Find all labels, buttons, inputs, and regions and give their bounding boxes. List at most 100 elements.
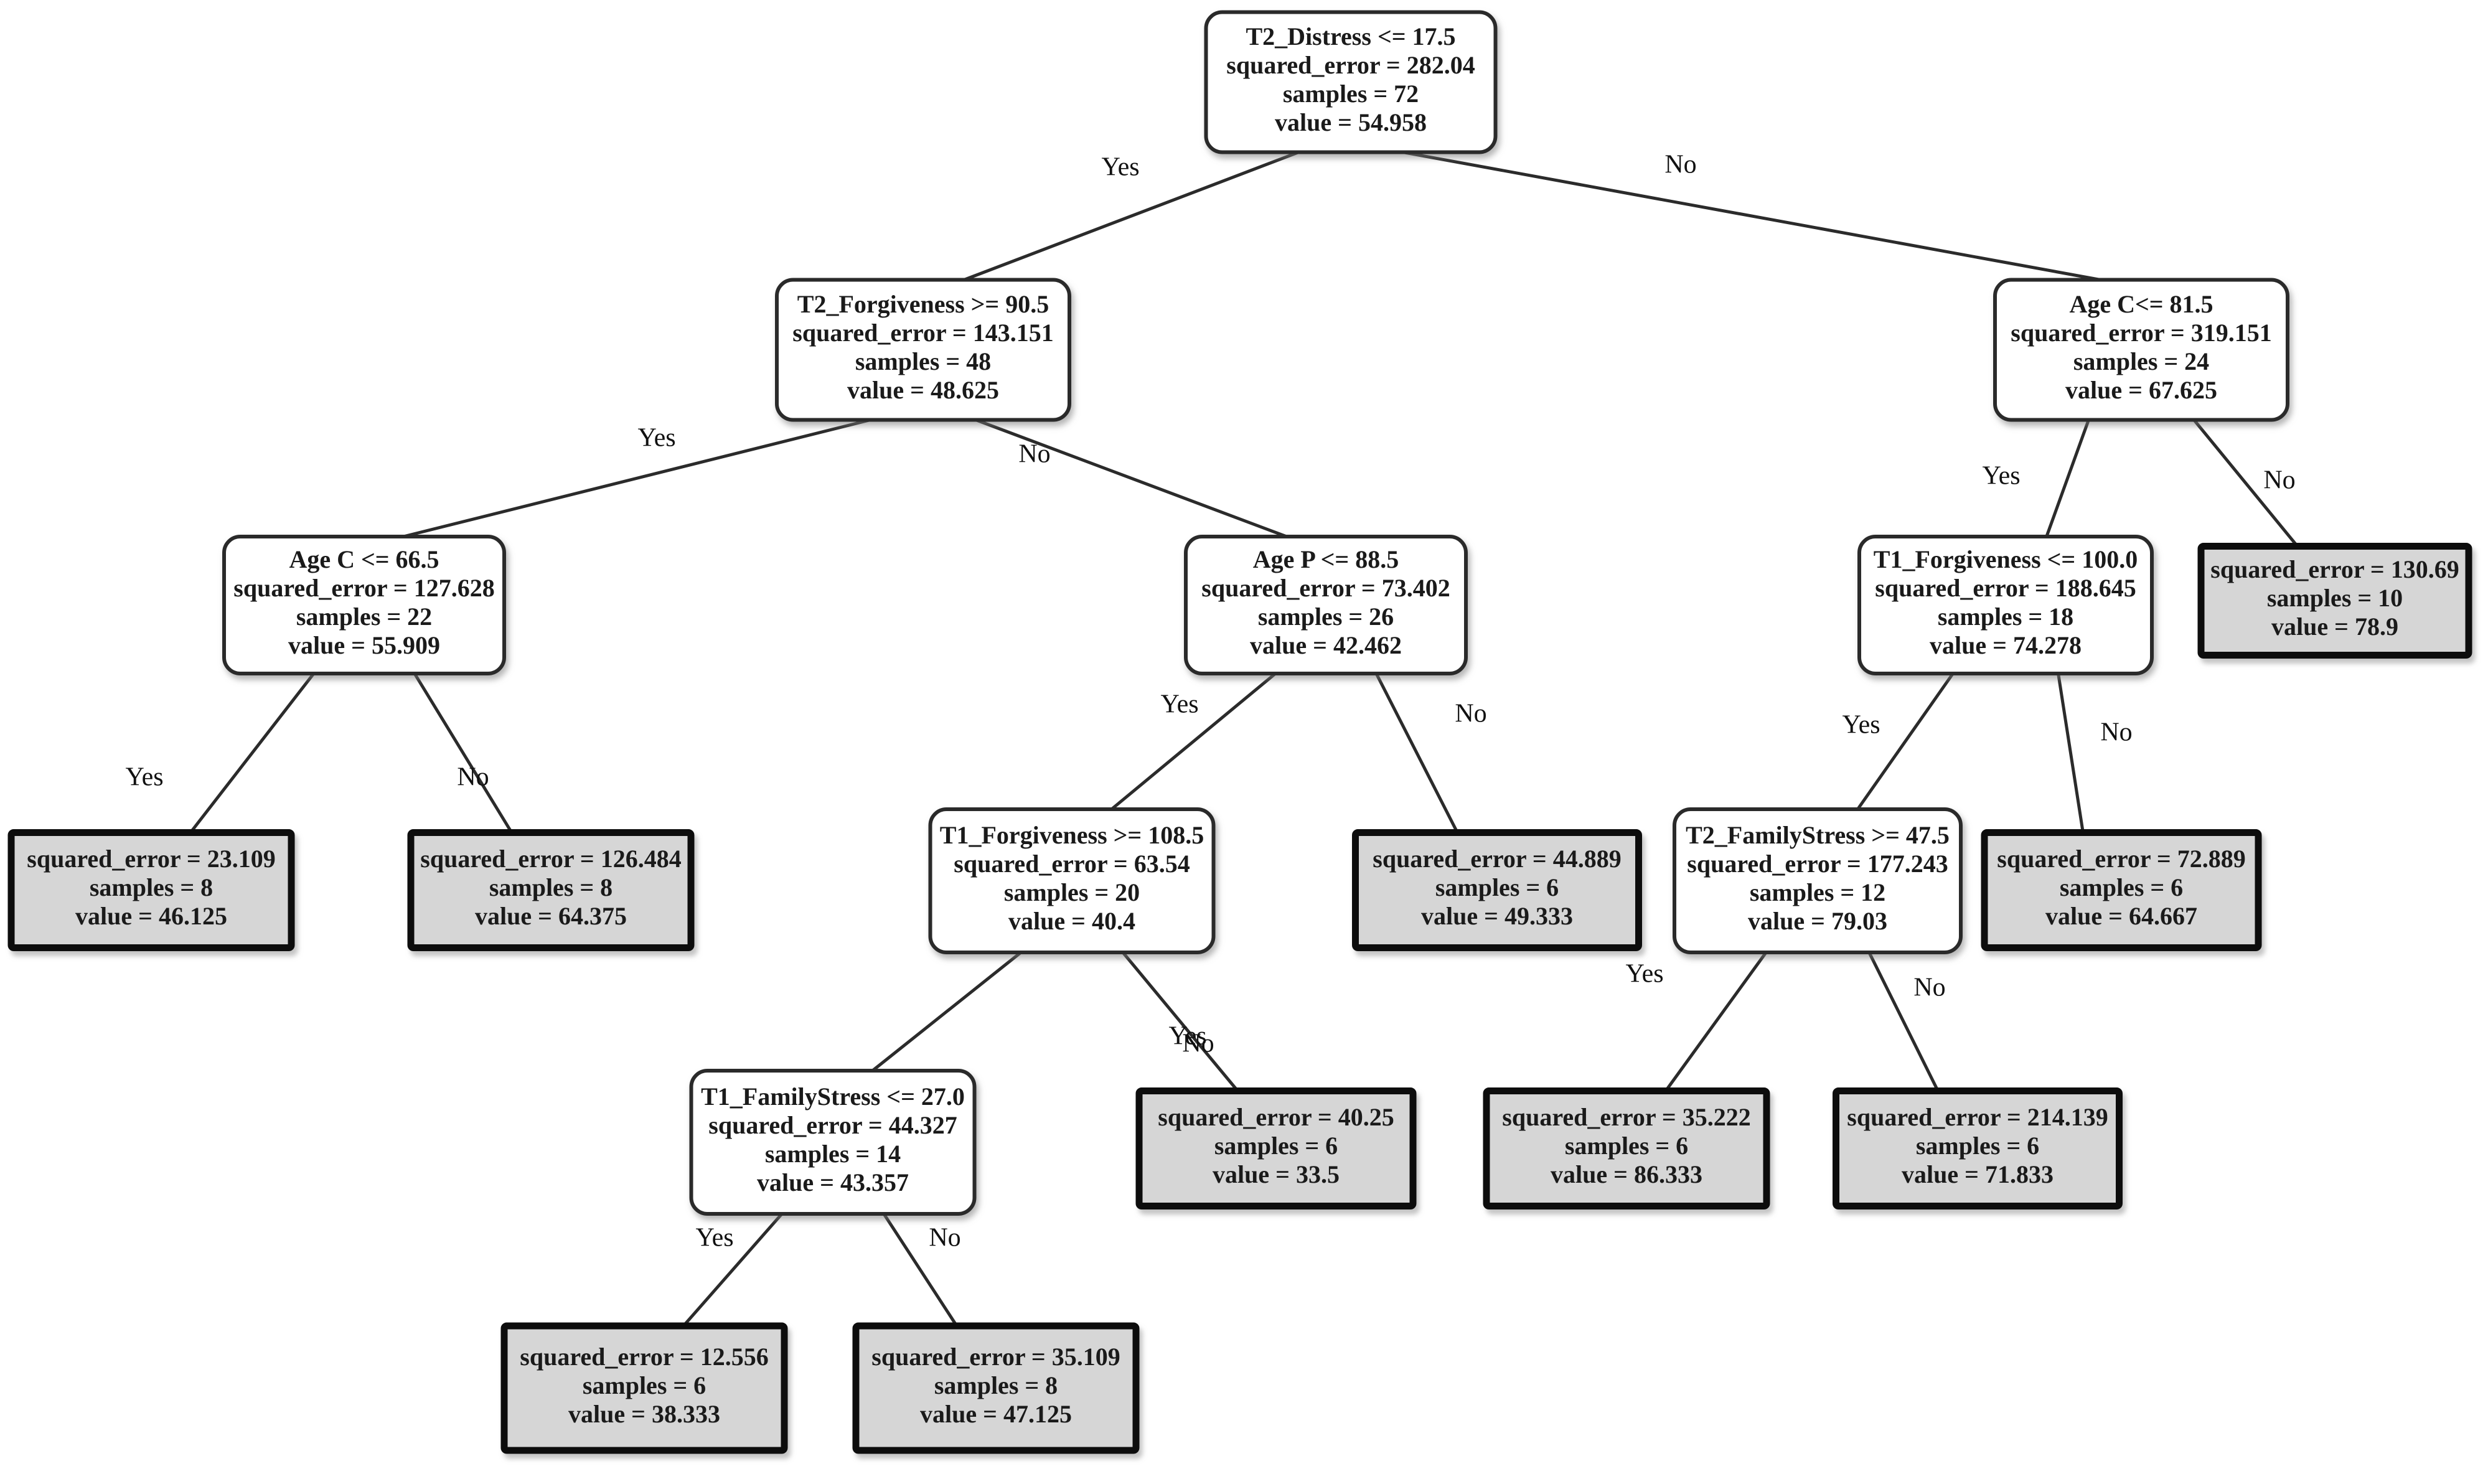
edge-label-no: No: [1182, 1030, 1214, 1058]
node-squared-error: squared_error = 35.109: [871, 1343, 1120, 1371]
tree-edge-n0-n2: [1401, 151, 2102, 281]
node-value: value = 33.5: [1213, 1160, 1340, 1188]
decision-node-box: [1204, 10, 1498, 154]
decision-node-box: [1184, 535, 1468, 675]
edge-label-yes: Yes: [125, 763, 163, 792]
edge-label-no: No: [457, 763, 489, 792]
node-value: value = 67.625: [2065, 376, 2217, 404]
node-value: value = 38.333: [568, 1400, 720, 1428]
leaf-node-box: [1135, 1087, 1417, 1209]
decision-node-box: [222, 535, 506, 675]
edge-label-yes: Yes: [1842, 711, 1880, 740]
edge-label-yes: Yes: [1625, 960, 1663, 989]
node-squared-error: squared_error = 188.645: [1875, 574, 2136, 602]
node-samples: samples = 8: [489, 873, 613, 901]
node-split-condition: T2_FamilyStress >= 47.5: [1686, 821, 1950, 849]
leaf-node-box: [7, 829, 295, 951]
node-value: value = 64.375: [475, 902, 627, 930]
node-squared-error: squared_error = 73.402: [1201, 574, 1450, 602]
tree-edge-n2-n6: [2192, 418, 2299, 548]
node-squared-error: squared_error = 126.484: [420, 845, 681, 873]
node-split-condition: T1_Forgiveness <= 100.0: [1874, 545, 2138, 573]
node-split-condition: Age C <= 66.5: [289, 545, 439, 573]
node-value: value = 54.958: [1275, 108, 1427, 136]
leaf-node-box: [1833, 1087, 2123, 1209]
tree-edge-n3-n8: [413, 672, 514, 834]
edge-label-yes: Yes: [695, 1224, 733, 1252]
node-value: value = 47.125: [920, 1400, 1072, 1428]
tree-edge-n0-n1: [962, 151, 1300, 281]
tree-edge-n11-n16: [1867, 951, 1940, 1092]
node-samples: samples = 20: [1004, 878, 1140, 906]
leaf-node-box: [852, 1322, 1140, 1454]
leaf-node-box: [1352, 829, 1642, 951]
node-value: value = 48.625: [847, 376, 999, 404]
node-squared-error: squared_error = 282.04: [1226, 51, 1475, 79]
tree-edge-n1-n4: [974, 418, 1289, 538]
tree-edge-n5-n12: [2057, 672, 2085, 834]
node-value: value = 64.667: [2045, 902, 2197, 930]
node-samples: samples = 6: [1565, 1132, 1688, 1160]
node-split-condition: T1_Forgiveness >= 108.5: [940, 821, 1204, 849]
leaf-node-box: [1981, 829, 2262, 951]
tree-edge-n9-n14: [1121, 951, 1239, 1092]
node-split-condition: Age C<= 81.5: [2069, 290, 2213, 318]
tree-edge-n4-n9: [1110, 672, 1277, 811]
edge-label-no: No: [929, 1224, 960, 1252]
leaf-node-box: [2197, 543, 2472, 659]
decision-node-box: [1993, 278, 2289, 422]
node-samples: samples = 12: [1750, 878, 1885, 906]
edge-label-yes: Yes: [1982, 462, 2020, 491]
tree-edge-n11-n15: [1664, 951, 1768, 1092]
edge-label-yes: Yes: [1168, 1022, 1206, 1051]
node-split-condition: T2_Forgiveness >= 90.5: [797, 290, 1049, 318]
node-samples: samples = 6: [2060, 873, 2183, 901]
node-squared-error: squared_error = 44.327: [708, 1111, 957, 1139]
node-samples: samples = 6: [1916, 1132, 2039, 1160]
tree-edge-n1-n3: [401, 418, 872, 538]
node-samples: samples = 6: [583, 1371, 706, 1399]
node-value: value = 40.4: [1008, 907, 1135, 935]
node-samples: samples = 8: [90, 873, 213, 901]
node-split-condition: T1_FamilyStress <= 27.0: [701, 1082, 965, 1111]
node-samples: samples = 6: [1435, 873, 1559, 901]
node-value: value = 79.03: [1748, 907, 1887, 935]
node-value: value = 86.333: [1551, 1160, 1702, 1188]
node-squared-error: squared_error = 23.109: [27, 845, 275, 873]
node-samples: samples = 8: [934, 1371, 1058, 1399]
node-samples: samples = 18: [1938, 603, 2073, 631]
node-samples: samples = 22: [296, 603, 432, 631]
node-split-condition: T2_Distress <= 17.5: [1246, 22, 1455, 50]
node-value: value = 42.462: [1250, 631, 1402, 659]
edge-label-no: No: [2263, 466, 2295, 495]
node-squared-error: squared_error = 12.556: [520, 1343, 768, 1371]
node-samples: samples = 6: [1214, 1132, 1338, 1160]
node-samples: samples = 10: [2267, 584, 2403, 612]
node-squared-error: squared_error = 130.69: [2210, 555, 2459, 583]
decision-node-box: [928, 807, 1216, 954]
decision-node-box: [1857, 535, 2154, 675]
edge-label-yes: Yes: [1160, 690, 1198, 719]
